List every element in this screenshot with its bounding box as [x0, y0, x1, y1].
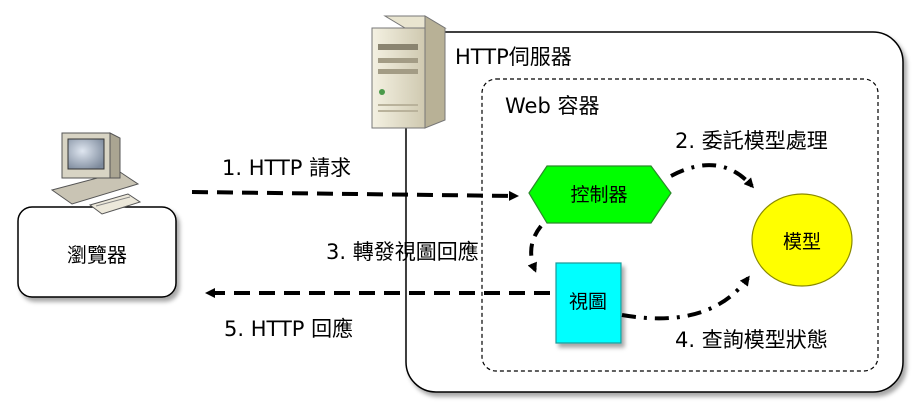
forward-arrow [527, 224, 543, 273]
browser-label: 瀏覽器 [67, 243, 127, 267]
step-response-label: 5. HTTP 回應 [224, 317, 353, 341]
http-server-title: HTTP伺服器 [455, 45, 572, 69]
computer-icon [50, 132, 142, 215]
model-label: 模型 [783, 231, 821, 253]
step-request-label: 1. HTTP 請求 [222, 156, 351, 180]
step-forward-label: 3. 轉發視圖回應 [326, 240, 479, 264]
controller-node: 控制器 [528, 165, 672, 224]
model-node: 模型 [751, 193, 853, 287]
delegate-arrow [670, 163, 754, 189]
view-label: 視圖 [569, 291, 607, 313]
view-node: 視圖 [555, 262, 622, 344]
query-arrow [621, 275, 750, 321]
step-delegate-label: 2. 委託模型處理 [675, 129, 828, 153]
web-container-title: Web 容器 [505, 94, 599, 118]
web-container-box: Web 容器 [481, 78, 879, 372]
browser-box: 瀏覽器 [17, 206, 177, 298]
server-icon [371, 15, 447, 129]
controller-label: 控制器 [570, 184, 627, 206]
request-arrow [191, 190, 519, 201]
step-query-label: 4. 查詢模型狀態 [675, 328, 828, 352]
